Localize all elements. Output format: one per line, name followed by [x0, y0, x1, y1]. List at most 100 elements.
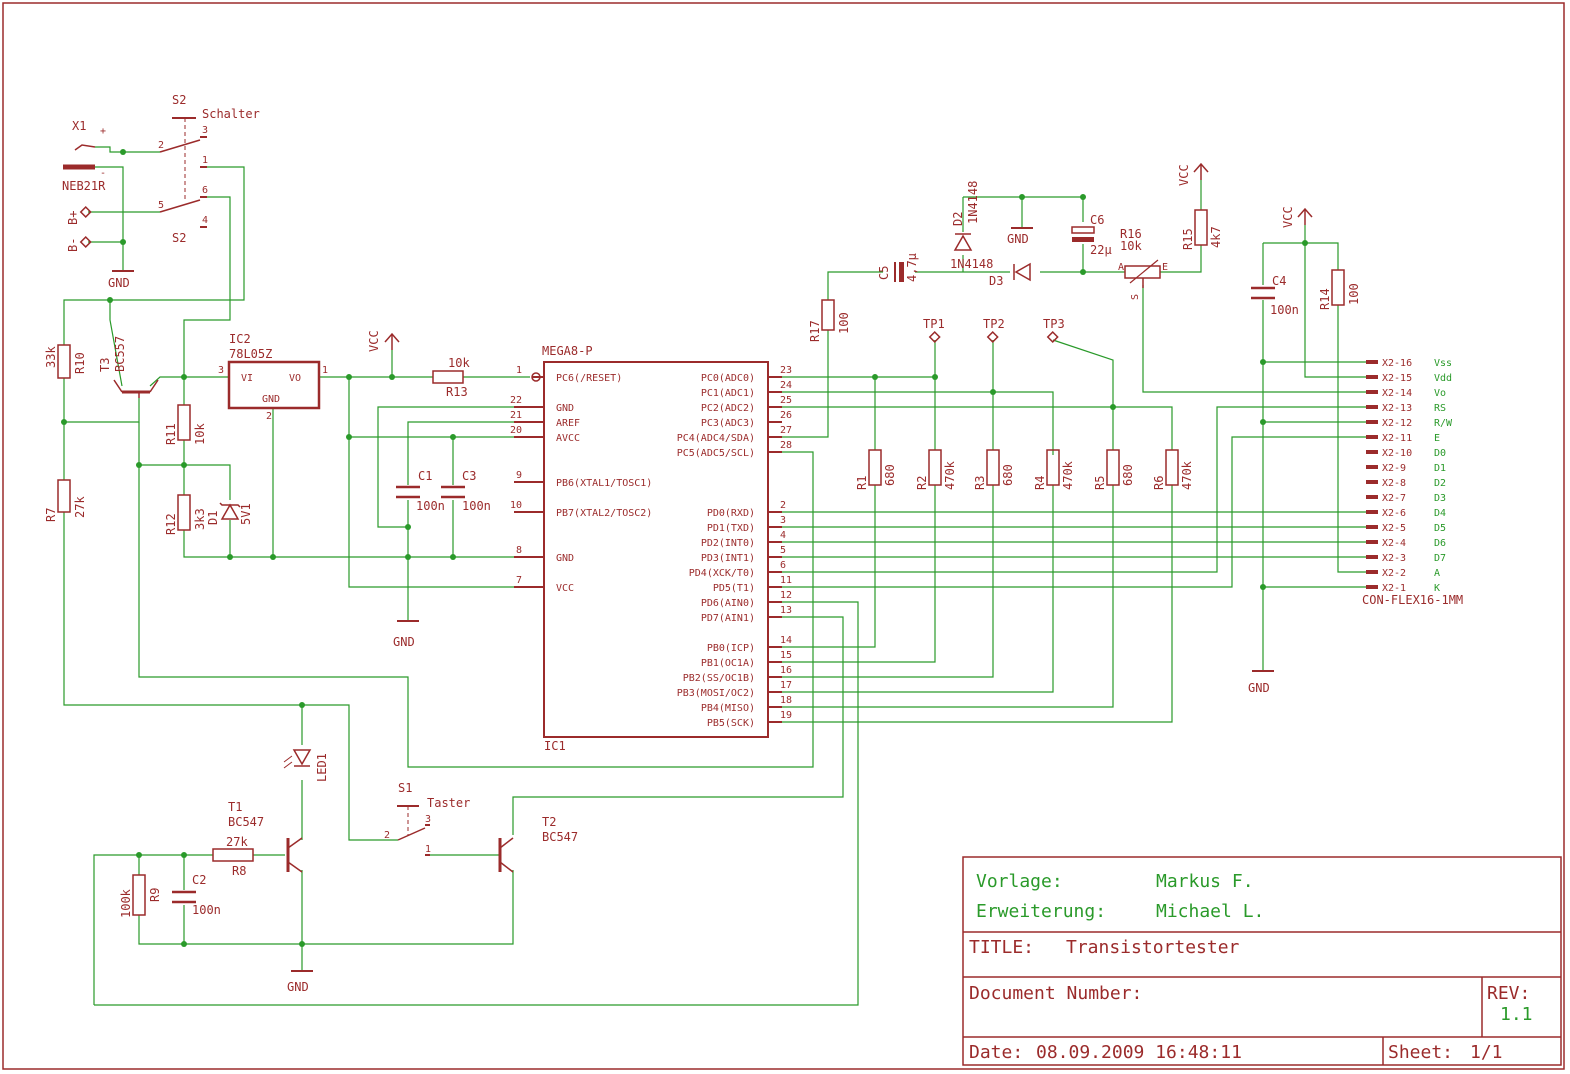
- svg-text:10k: 10k: [1120, 239, 1142, 253]
- title-label: TITLE:: [969, 937, 1034, 958]
- ic1-pin-number: 28: [780, 440, 792, 451]
- connector-pin-label: X2-7: [1382, 493, 1406, 504]
- ic1-pin-number: 10: [510, 500, 522, 511]
- ic1-pin-number: 1: [516, 365, 522, 376]
- ic1-pin-name: PC4(ADC4/SDA): [677, 433, 755, 444]
- ic1-pin-name: GND: [556, 403, 574, 414]
- connector-pin-label: X2-9: [1382, 463, 1406, 474]
- ic1-pin-number: 24: [780, 380, 792, 391]
- svg-text:100n: 100n: [462, 499, 491, 513]
- r9-resistor: 100k R9: [119, 874, 162, 918]
- ic1-pin-number: 17: [780, 680, 792, 691]
- ic1-pin-number: 15: [780, 650, 792, 661]
- connector-pin: [1366, 375, 1378, 379]
- svg-text:100: 100: [1347, 283, 1361, 305]
- r1-resistor: R1 680: [855, 449, 897, 490]
- connector-pin-label: X2-8: [1382, 478, 1406, 489]
- svg-text:+: +: [100, 126, 106, 137]
- svg-text:VO: VO: [289, 373, 301, 384]
- ic1-pin-name: PB2(SS/OC1B): [683, 673, 755, 684]
- svg-text:470k: 470k: [1180, 460, 1194, 490]
- ic1-pin-number: 14: [780, 635, 792, 646]
- r5-resistor: R5 680: [1093, 449, 1135, 490]
- svg-text:33k: 33k: [44, 346, 58, 368]
- ic1-pin-name: PC5(ADC5/SCL): [677, 448, 755, 459]
- svg-text:R6: R6: [1152, 476, 1166, 490]
- ic1-pin-number: 8: [516, 545, 522, 556]
- connector-pin-label: X2-3: [1382, 553, 1406, 564]
- title-block: Vorlage: Markus F. Erweiterung: Michael …: [962, 856, 1562, 1066]
- r7-resistor: R7 27k: [44, 479, 87, 522]
- svg-text:R13: R13: [446, 385, 468, 399]
- r17-resistor: R17 100: [808, 299, 851, 342]
- ic1-pin-name: PB6(XTAL1/TOSC1): [556, 478, 652, 489]
- ic1-pin-number: 9: [516, 470, 522, 481]
- connector-pin: [1366, 420, 1378, 424]
- svg-text:10k: 10k: [448, 356, 470, 370]
- r14-resistor: R14 100: [1318, 269, 1361, 310]
- connector-pin: [1366, 435, 1378, 439]
- connector-pin-label: X2-14: [1382, 388, 1412, 399]
- svg-text:GND: GND: [1007, 232, 1029, 246]
- svg-text:1: 1: [322, 365, 328, 376]
- svg-text:BC547: BC547: [542, 830, 578, 844]
- rev-value: 1.1: [1500, 1004, 1533, 1025]
- vorlage-label: Vorlage:: [976, 871, 1063, 892]
- svg-text:22µ: 22µ: [1090, 243, 1112, 257]
- connector-pin: [1366, 480, 1378, 484]
- ic2-value: 78L05Z: [229, 347, 272, 361]
- title-value: Transistortester: [1066, 937, 1240, 958]
- svg-text:R4: R4: [1033, 476, 1047, 490]
- ic1-pin-name: VCC: [556, 583, 574, 594]
- ic1-pin-name: PB7(XTAL2/TOSC2): [556, 508, 652, 519]
- connector-pin-label: X2-2: [1382, 568, 1406, 579]
- ic1-pin-name: PD3(INT1): [701, 553, 755, 564]
- junctions: [61, 149, 1308, 947]
- connector-signal: D2: [1434, 478, 1446, 489]
- ic1-pin-number: 21: [510, 410, 522, 421]
- connector-pin: [1366, 450, 1378, 454]
- s2-switch: 2 3 1 5 6 4 S2 Schalter S2: [158, 93, 260, 245]
- ic1-value: MEGA8-P: [542, 344, 593, 358]
- r13-resistor: 10k R13: [432, 356, 470, 399]
- svg-text:100k: 100k: [119, 888, 133, 918]
- connector-pin: [1366, 525, 1378, 529]
- svg-text:A: A: [1118, 262, 1124, 273]
- svg-text:R11: R11: [164, 423, 178, 445]
- ic1-pin-number: 26: [780, 410, 792, 421]
- svg-text:1: 1: [202, 155, 208, 166]
- svg-text:10k: 10k: [193, 423, 207, 445]
- r3-resistor: R3 680: [973, 449, 1015, 490]
- tp3-label: TP3: [1043, 317, 1065, 331]
- svg-text:470k: 470k: [1061, 460, 1075, 490]
- connector-signal: D7: [1434, 553, 1446, 564]
- led1: LED1: [283, 749, 329, 782]
- svg-text:D1: D1: [206, 511, 220, 525]
- connector-signal: Vo: [1434, 388, 1446, 399]
- ic1-pin-name: PB3(MOSI/OC2): [677, 688, 755, 699]
- vcc-symbols: VCC VCC VCC: [367, 162, 1313, 352]
- r10-resistor: 33k R10: [44, 344, 87, 379]
- svg-text:100n: 100n: [192, 903, 221, 917]
- svg-text:R7: R7: [44, 508, 58, 522]
- svg-text:Taster: Taster: [427, 796, 470, 810]
- ic1-pin-number: 25: [780, 395, 792, 406]
- svg-text:1N4148: 1N4148: [966, 181, 980, 224]
- ic1-pin-name: PB5(SCK): [707, 718, 755, 729]
- x1-label: X1: [72, 119, 86, 133]
- docnum-label: Document Number:: [969, 983, 1142, 1004]
- svg-text:VCC: VCC: [1177, 164, 1191, 186]
- svg-text:VCC: VCC: [367, 330, 381, 352]
- ic1-pin-number: 2: [780, 500, 786, 511]
- testpoints: TP1 TP2 TP3: [923, 317, 1065, 344]
- ic1-pin-name: AVCC: [556, 433, 580, 444]
- r16-potentiometer: R16 10k A E S: [1118, 227, 1168, 300]
- ic1-pin-number: 20: [510, 425, 522, 436]
- connector-pin: [1366, 540, 1378, 544]
- connector-signal: R/W: [1434, 418, 1453, 429]
- svg-text:S1: S1: [398, 781, 412, 795]
- ic1-pin-name: PC2(ADC2): [701, 403, 755, 414]
- schalter-label: Schalter: [202, 107, 260, 121]
- ic1-pin-name: PD7(AIN1): [701, 613, 755, 624]
- svg-text:C4: C4: [1272, 274, 1286, 288]
